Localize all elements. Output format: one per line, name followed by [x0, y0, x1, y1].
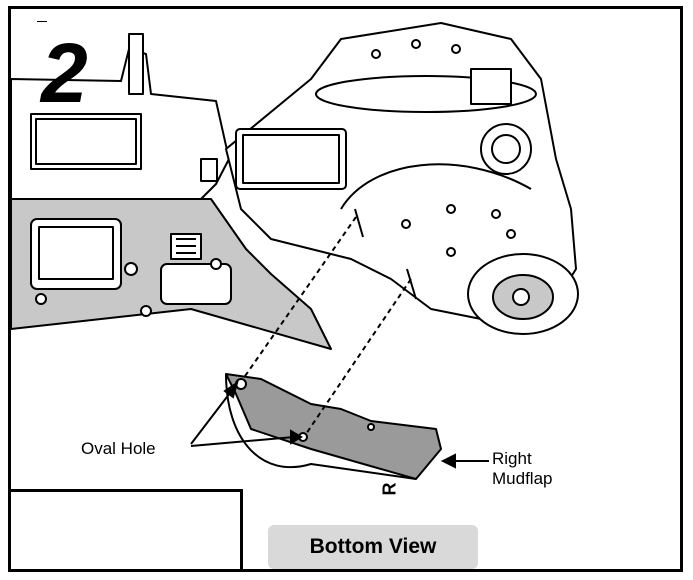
instruction-panel: 2 Oval Hole Right Mudflap R Bottom View — [8, 6, 683, 572]
step-number: 2 — [41, 26, 88, 120]
oval-hole-arrows — [190, 380, 303, 447]
screw-detail-box — [11, 489, 243, 569]
right-mudflap-label-line1: Right — [492, 449, 532, 468]
screw-upper — [354, 208, 364, 238]
screw-lower — [406, 268, 417, 300]
right-mudflap-label-line2: Mudflap — [492, 469, 553, 488]
right-mudflap — [225, 373, 442, 480]
corner-mark — [37, 21, 47, 22]
mudflap-r-mark: R — [379, 482, 400, 496]
chassis-body — [11, 33, 332, 350]
insertion-guides — [242, 216, 412, 435]
oval-hole-label: Oval Hole — [81, 439, 156, 458]
right-mudflap-label: Right Mudflap — [492, 449, 552, 489]
motor-housing — [225, 22, 579, 335]
bottom-view-badge: Bottom View — [268, 525, 478, 569]
assembly-illustration — [11, 22, 579, 554]
right-mudflap-arrow — [440, 453, 489, 469]
